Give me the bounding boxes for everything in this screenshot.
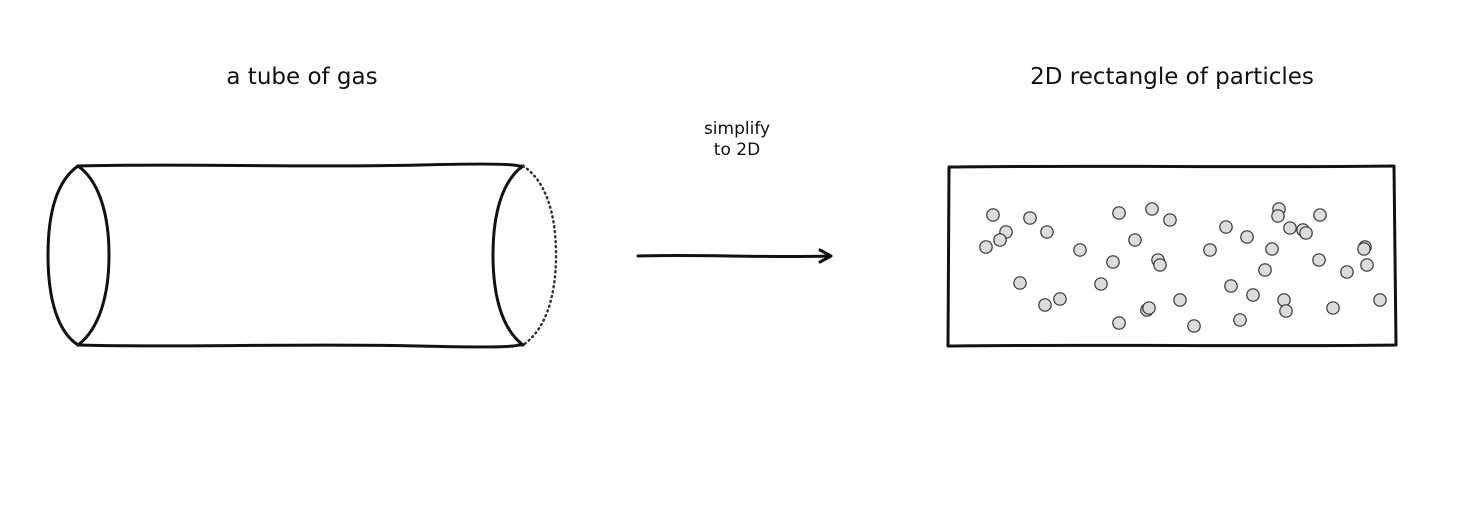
- tube-left-end-outer: [46, 164, 80, 347]
- particle: [1299, 226, 1313, 240]
- particle: [1279, 304, 1293, 318]
- particle: [1023, 211, 1037, 225]
- particle: [1073, 243, 1087, 257]
- particle: [1173, 293, 1187, 307]
- tube-left-end-inner: [76, 164, 111, 347]
- particle: [1112, 316, 1126, 330]
- particle: [1053, 292, 1067, 306]
- particle: [1340, 265, 1354, 279]
- arrow-caption-line1: simplify: [703, 119, 771, 139]
- gas-tube: [46, 162, 558, 349]
- particle: [1240, 230, 1254, 244]
- rectangle-title: 2D rectangle of particles: [1030, 64, 1314, 90]
- particle: [1313, 208, 1327, 222]
- particle: [979, 240, 993, 254]
- particle: [1040, 225, 1054, 239]
- particle: [1271, 209, 1285, 223]
- particle: [1106, 255, 1120, 269]
- particle: [1283, 221, 1297, 235]
- particle: [1360, 258, 1374, 272]
- particle: [1112, 206, 1126, 220]
- simplify-arrow: [636, 248, 833, 264]
- particle: [993, 233, 1007, 247]
- particle: [1219, 220, 1233, 234]
- particle: [1187, 319, 1201, 333]
- arrow-caption: simplify to 2D: [704, 119, 770, 161]
- particle: [1094, 277, 1108, 291]
- tube-right-end-front: [491, 164, 525, 347]
- tube-top-edge: [76, 162, 525, 168]
- particle: [1258, 263, 1272, 277]
- particle: [1277, 293, 1291, 307]
- particle: [1233, 313, 1247, 327]
- tube-right-end-hidden: [521, 164, 558, 347]
- arrow-shaft: [636, 253, 832, 259]
- particle: [1145, 202, 1159, 216]
- arrow-caption-line2: to 2D: [713, 140, 761, 160]
- particle: [1038, 298, 1052, 312]
- particle: [1357, 242, 1371, 256]
- particle: [1312, 253, 1326, 267]
- particle: [1153, 258, 1167, 272]
- particle: [1265, 242, 1279, 256]
- tube-bottom-edge: [76, 343, 525, 349]
- particle: [1013, 276, 1027, 290]
- particles: [979, 202, 1387, 333]
- particle: [986, 208, 1000, 222]
- particle: [1326, 301, 1340, 315]
- particle: [1128, 233, 1142, 247]
- particle: [1163, 213, 1177, 227]
- tube-title: a tube of gas: [226, 64, 378, 90]
- particle: [1373, 293, 1387, 307]
- particle: [1142, 301, 1156, 315]
- particle: [1224, 279, 1238, 293]
- particle: [1246, 288, 1260, 302]
- particle: [1203, 243, 1217, 257]
- particle-rectangle: [946, 164, 1398, 348]
- arrow-head: [818, 248, 833, 264]
